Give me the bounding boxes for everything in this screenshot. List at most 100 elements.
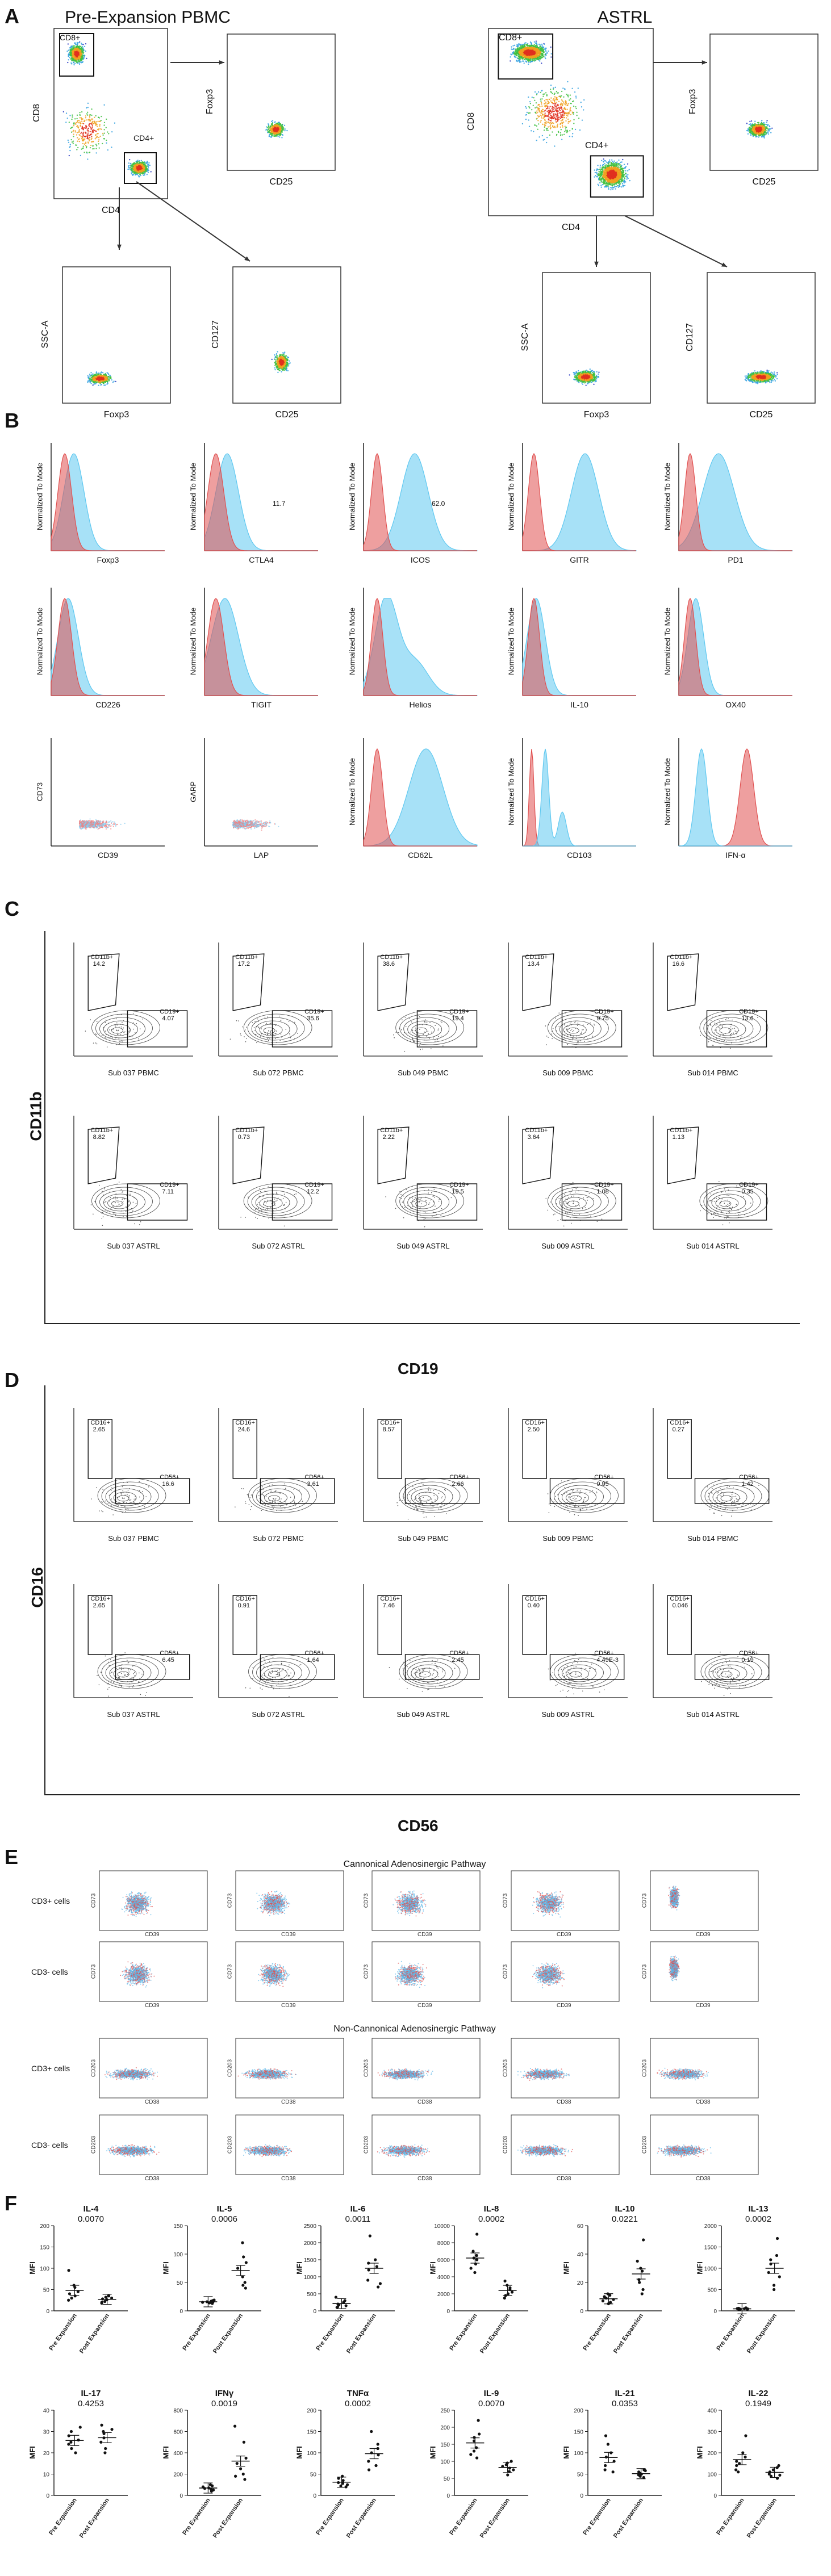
f-chart-12-s1-point-5 [744, 2455, 747, 2459]
d-r2-c1-gate1-label: CD16+ [90, 1595, 110, 1602]
e-r3-c5-plot [650, 2038, 759, 2099]
f-chart-5-s2-point-1 [636, 2259, 639, 2263]
c-r2-c4-plot [508, 1116, 628, 1230]
f-chart-8-s2-point-4 [233, 2424, 237, 2428]
panel-d-y-axis-label: CD16 [28, 1567, 47, 1608]
f-chart-7-xcat-2: Post Expansion [78, 2497, 111, 2540]
f-chart-11-s1-point-4 [603, 2468, 607, 2472]
c-r1-c1-plot [73, 943, 193, 1057]
a-main-right-x-label: CD4 [554, 223, 588, 233]
b-r3-c4-plot [522, 738, 636, 847]
c-r2-c1-gate1-label: CD11b+ [90, 1127, 113, 1134]
c-r2-c4-gate2-label: CD19+ [594, 1182, 614, 1188]
f-chart-8-s2-point-6 [243, 2478, 247, 2481]
d-r2-c4-gate1-label: CD16+ [525, 1595, 545, 1602]
f-chart-4-s1-point-2 [475, 2254, 478, 2257]
f-chart-2-s1-point-4 [201, 2301, 204, 2304]
e-r3-c3-y-label: CD203 [364, 2056, 370, 2079]
f-chart-10-ytick-1: 50 [444, 2476, 450, 2482]
f-chart-4-s1-point-1 [475, 2232, 479, 2236]
f-chart-4-ytick-0: 0 [446, 2309, 450, 2315]
f-chart-10-ytick-3: 150 [440, 2442, 450, 2448]
f-chart-6-s2-point-3 [767, 2271, 770, 2275]
c-r1-c4-plot [508, 943, 628, 1057]
f-chart-2-s2-point-3 [241, 2275, 244, 2278]
c-r2-c3-caption: Sub 049 ASTRL [364, 1242, 483, 1250]
f-chart-11-s2-point-8 [642, 2476, 645, 2479]
b-r3-c5-x-label: IFN-α [679, 851, 792, 860]
f-chart-9-ytick-3: 150 [307, 2430, 316, 2436]
d-r2-c5-gate1-label: CD16+ [670, 1595, 690, 1602]
f-chart-11-s1-point-5 [606, 2443, 610, 2446]
d-r2-c5-gate2-value: 0.19 [741, 1657, 753, 1664]
d-r2-c1-caption: Sub 037 ASTRL [74, 1710, 193, 1719]
d-r1-c2-gate1-label: CD16+ [235, 1419, 255, 1426]
a-right-sub1-plot [709, 33, 819, 171]
b-r2-c2-x-label: TIGIT [204, 700, 318, 709]
e-r1-c1-y-label: CD73 [91, 1889, 97, 1912]
b-r3-c3-x-label: CD62L [364, 851, 477, 860]
c-r2-c3-gate1-value: 2.22 [383, 1134, 395, 1141]
f-chart-11-xcat-1: Pre Expansion [582, 2497, 612, 2537]
f-chart-8-s2-point-5 [239, 2467, 243, 2470]
f-chart-1-ytick-1: 50 [43, 2288, 50, 2294]
c-r1-c5-caption: Sub 014 PBMC [653, 1069, 772, 1077]
e-r4-c2-x-label: CD38 [281, 2176, 296, 2182]
f-chart-11-s1-point-6 [604, 2464, 607, 2468]
c-r1-c5-gate2-value: 13.6 [741, 1015, 753, 1022]
f-chart-1-ylabel: MFI [28, 2257, 37, 2280]
d-r2-c4-gate2-label: CD56+ [594, 1650, 614, 1657]
f-chart-1-ytick-3: 150 [40, 2245, 49, 2251]
f-chart-7-xcat-1: Pre Expansion [48, 2497, 78, 2537]
b-r2-c4-y-label: Normalized To Mode [507, 585, 516, 698]
f-chart-2-s2-point-2 [242, 2255, 245, 2259]
f-chart-9-xcat-1: Pre Expansion [315, 2497, 345, 2537]
d-r1-c3-caption: Sub 049 PBMC [364, 1534, 483, 1543]
f-chart-10-s2-point-7 [512, 2468, 515, 2472]
c-r2-c5-gate2-value: 0.35 [741, 1188, 753, 1195]
f-chart-12-xcat-2: Post Expansion [746, 2497, 778, 2540]
f-chart-11-ylabel: MFI [562, 2441, 571, 2464]
f-chart-6-s2-point-6 [769, 2258, 772, 2261]
f-chart-7-pvalue: 0.4253 [54, 2399, 128, 2409]
f-chart-4-ytick-2: 4000 [437, 2275, 450, 2281]
c-r2-c1-plot [73, 1116, 193, 1230]
a-main-right-plot [488, 28, 654, 216]
d-r2-c4-plot [508, 1584, 628, 1698]
d-r1-c2-gate2-value: 3.61 [307, 1481, 319, 1488]
a-left-sub3-plot [232, 266, 341, 404]
b-r1-c2-y-label: Normalized To Mode [189, 440, 198, 554]
e-r3-c4-plot [511, 2038, 620, 2099]
c-r1-c1-caption: Sub 037 PBMC [74, 1069, 193, 1077]
f-chart-11-pvalue: 0.0353 [588, 2399, 662, 2409]
f-chart-9-s2-point-5 [376, 2443, 379, 2446]
f-chart-7-ytick-4: 40 [43, 2408, 50, 2414]
c-r2-c2-gate2-label: CD19+ [304, 1182, 324, 1188]
f-chart-5-s2-point-5 [641, 2269, 644, 2273]
c-r2-c2-gate1-label: CD11b+ [235, 1127, 258, 1134]
e-r4-c4-x-label: CD38 [557, 2176, 571, 2182]
e-r2-c4-y-label: CD73 [503, 1960, 509, 1983]
f-chart-11-s1-point-2 [609, 2451, 613, 2454]
f-chart-7-s1-point-4 [67, 2434, 70, 2437]
e-r4-c4-y-label: CD203 [503, 2133, 509, 2156]
f-chart-2-pvalue: 0.0006 [187, 2214, 261, 2224]
f-chart-2-title: IL-5 [187, 2204, 261, 2214]
d-r2-c1-gate1-value: 2.65 [93, 1602, 105, 1609]
panel-letter-a: A [5, 5, 19, 28]
c-r2-c4-gate1-label: CD11b+ [525, 1127, 548, 1134]
f-chart-3-s2-point-4 [367, 2268, 370, 2272]
f-chart-1-s2-point-3 [103, 2299, 107, 2303]
f-chart-5-ylabel: MFI [562, 2257, 571, 2280]
a-right-sub3-x-label: CD25 [744, 410, 778, 420]
f-chart-6-s2-point-1 [775, 2236, 779, 2240]
f-chart-8-s1-point-7 [208, 2483, 212, 2486]
b-r1-c2-plot [204, 443, 318, 551]
c-r2-c3-gate1-label: CD11b+ [380, 1127, 403, 1134]
e-r3-c3-x-label: CD38 [417, 2099, 432, 2105]
f-chart-9-s2-point-3 [367, 2460, 370, 2463]
f-chart-2-s2-point-4 [236, 2267, 240, 2270]
